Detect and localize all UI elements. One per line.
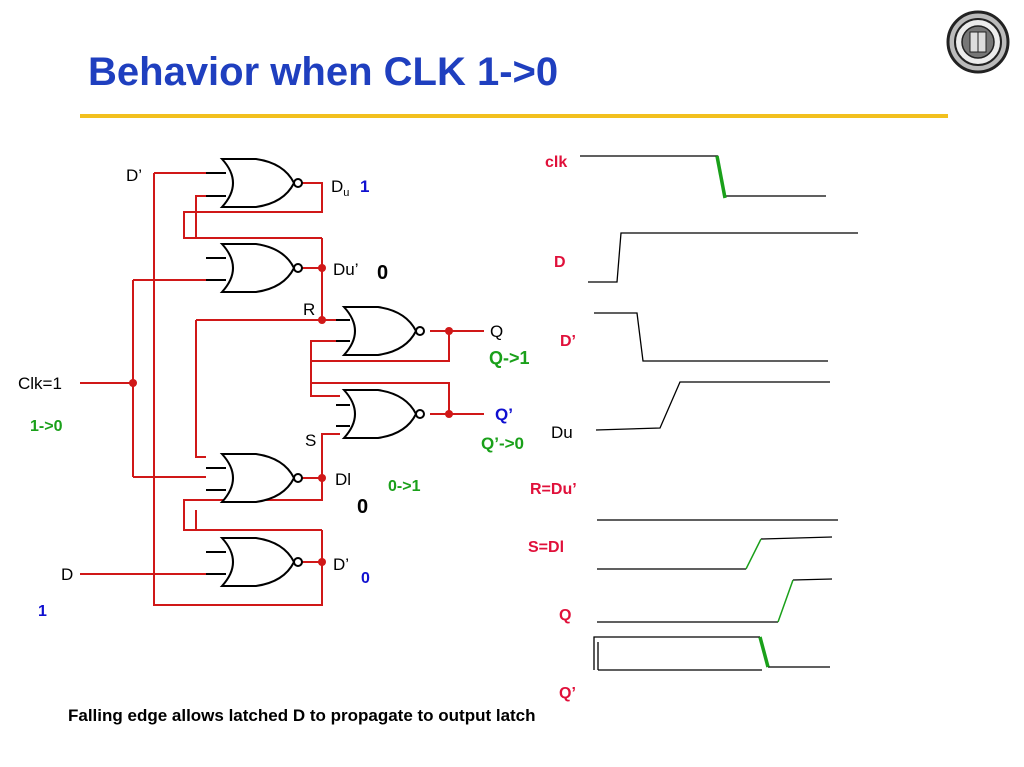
value-dl: 0 xyxy=(357,496,368,518)
slide-title: Behavior when CLK 1->0 xyxy=(88,50,559,94)
label-duprime: Du’ xyxy=(333,260,359,279)
timing-transitions xyxy=(715,155,794,668)
label-q: Q xyxy=(490,322,503,341)
label-dprime-top: D’ xyxy=(126,166,142,185)
timing-label-q: Q xyxy=(559,607,571,624)
nor-gate-2 xyxy=(221,243,303,293)
label-r: R xyxy=(303,300,315,319)
label-qprime: Q’ xyxy=(495,405,513,424)
nor-gate-5 xyxy=(221,453,303,503)
value-duprime: 0 xyxy=(377,262,388,284)
label-d-input: D xyxy=(61,565,73,584)
label-dl: Dl xyxy=(335,470,351,489)
note-qprime: Q’->0 xyxy=(481,434,524,453)
timing-label-qprime: Q’ xyxy=(559,685,576,702)
slide-caption: Falling edge allows latched D to propaga… xyxy=(68,706,536,725)
note-clk: 1->0 xyxy=(30,418,63,435)
timing-label-clk: clk xyxy=(545,154,567,171)
label-clk-input: Clk=1 xyxy=(18,374,62,393)
university-seal-logo xyxy=(946,10,1010,74)
value-dprime-bottom: 0 xyxy=(361,570,370,587)
label-s: S xyxy=(305,431,316,450)
waveform-dprime xyxy=(594,312,828,362)
nor-gate-4 xyxy=(343,389,425,439)
timing-label-dprime: D’ xyxy=(560,333,576,350)
timing-label-du: Du xyxy=(551,423,573,442)
timing-diagram xyxy=(580,155,858,671)
label-dprime-bottom: D’ xyxy=(333,555,349,574)
circuit-wires xyxy=(80,172,484,606)
label-du: Du xyxy=(331,177,349,199)
waveform-d xyxy=(588,232,858,283)
waveform-qprime xyxy=(593,636,760,670)
waveform-du xyxy=(595,381,830,431)
timing-label-d: D xyxy=(554,254,566,271)
nor-gate-1 xyxy=(221,158,303,208)
value-du: 1 xyxy=(360,177,369,196)
value-d-input: 1 xyxy=(38,603,47,620)
timing-label-s: S=Dl xyxy=(528,539,564,556)
title-underline xyxy=(80,114,948,118)
timing-label-r: R=Du’ xyxy=(530,481,577,498)
note-q: Q->1 xyxy=(489,348,530,368)
junction-dots xyxy=(129,264,453,566)
note-dl: 0->1 xyxy=(388,478,421,495)
nor-gate-3 xyxy=(343,306,425,356)
nor-gate-6 xyxy=(221,537,303,587)
